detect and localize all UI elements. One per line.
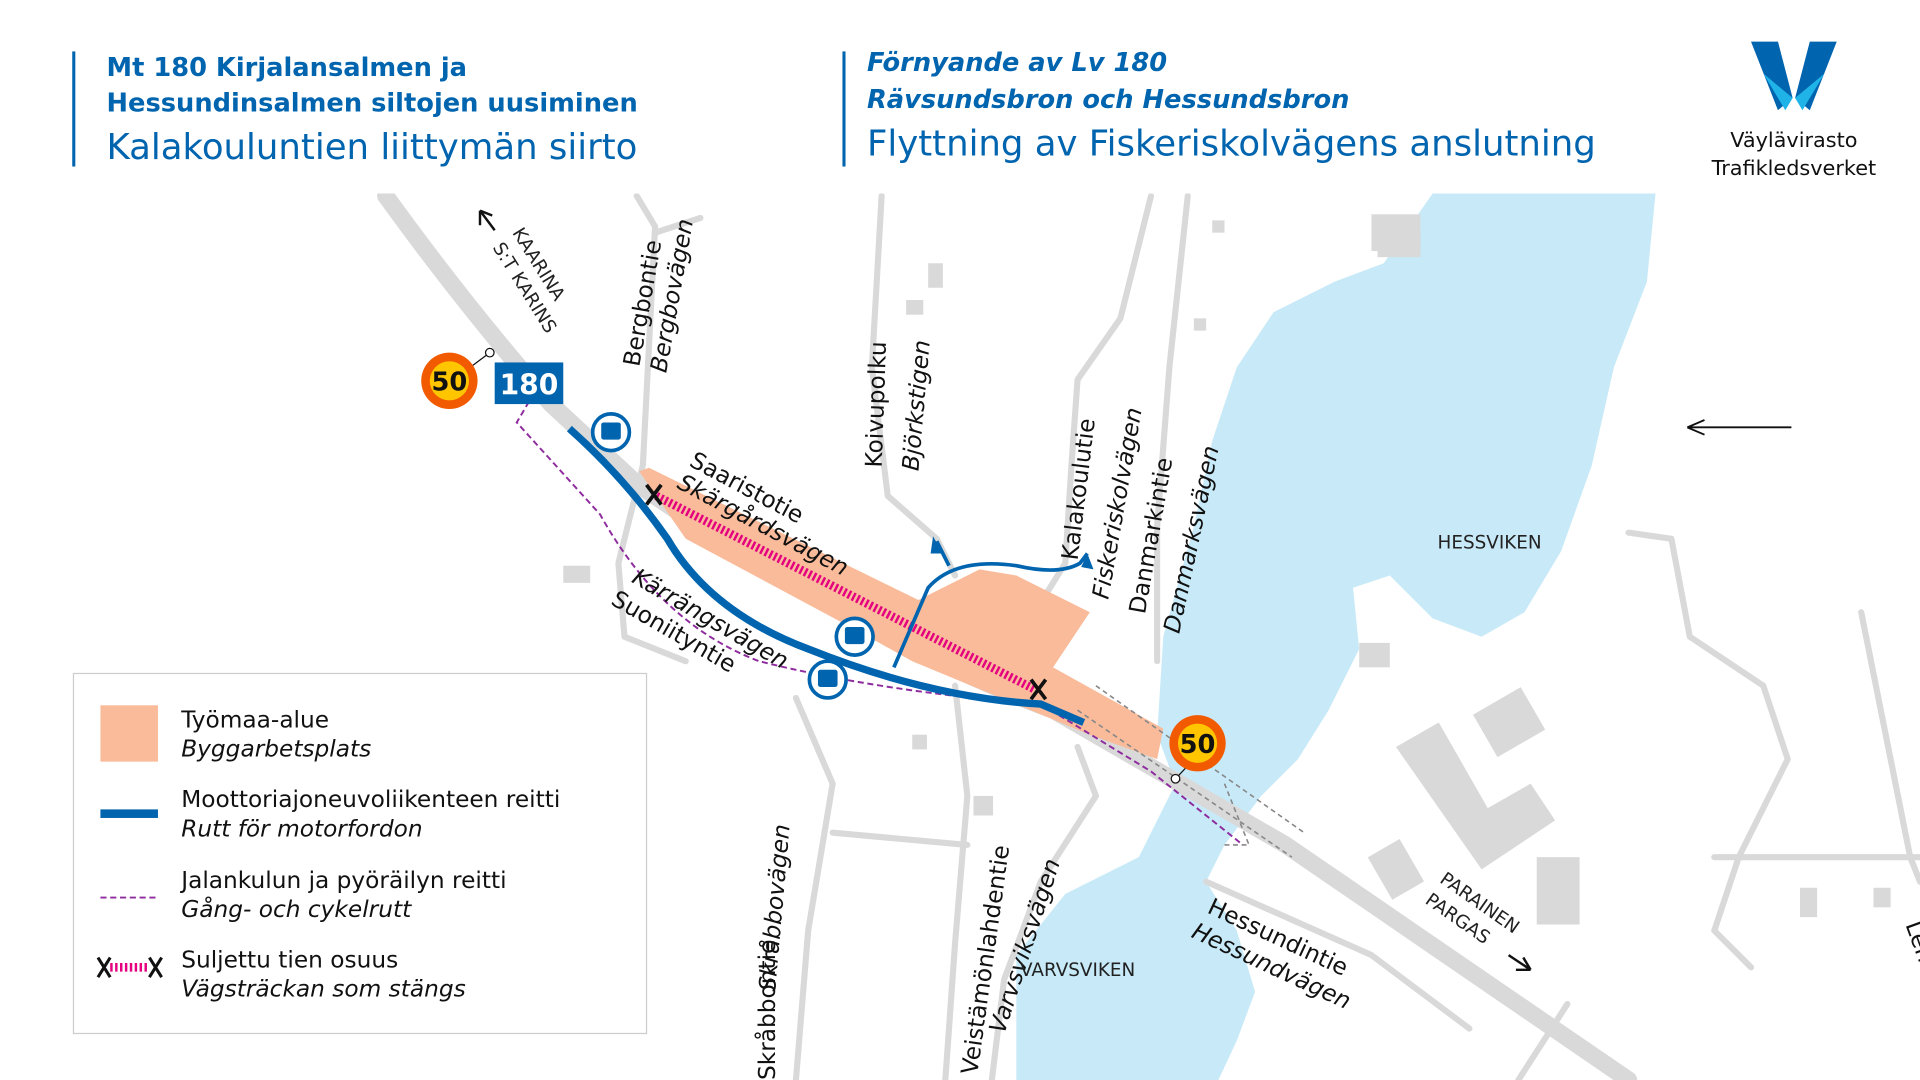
svg-text:Työmaa-alue: Työmaa-alue xyxy=(180,706,329,733)
svg-text:Jalankulun ja pyöräilyn reitti: Jalankulun ja pyöräilyn reitti xyxy=(179,867,506,894)
svg-text:Rävsundsbron och Hessundsbron: Rävsundsbron och Hessundsbron xyxy=(867,85,1349,115)
svg-text:Förnyande av Lv 180: Förnyande av Lv 180 xyxy=(867,48,1167,78)
speed-limit-sign: 50 xyxy=(421,347,495,409)
svg-text:Trafikledsverket: Trafikledsverket xyxy=(1711,156,1877,180)
legend-worksite-swatch xyxy=(100,705,158,762)
new-bridge-outline xyxy=(1077,685,1305,858)
speed-limit-sign: 50 xyxy=(1169,715,1226,784)
bus-stop-icon xyxy=(807,659,848,700)
svg-text:180: 180 xyxy=(500,368,559,401)
svg-text:Kalakouluntien liittymän siirt: Kalakouluntien liittymän siirto xyxy=(107,127,638,168)
place-varvsviken: VARVSVIKEN xyxy=(1020,960,1135,981)
svg-text:Suljettu tien osuus: Suljettu tien osuus xyxy=(181,946,398,973)
svg-text:Björkstigen: Björkstigen xyxy=(897,339,935,472)
vehicle-route xyxy=(566,425,1086,726)
svg-text:Byggarbetsplats: Byggarbetsplats xyxy=(181,736,371,763)
svg-text:50: 50 xyxy=(1180,730,1216,760)
arrow-icon xyxy=(1686,419,1792,436)
svg-text:Koivupolku: Koivupolku xyxy=(861,341,892,468)
legend-closed-swatch xyxy=(96,956,163,978)
svg-text:Flyttning av Fiskeriskolvägens: Flyttning av Fiskeriskolvägens anslutnin… xyxy=(867,124,1596,165)
svg-text:Väylävirasto: Väylävirasto xyxy=(1730,128,1857,152)
header-sv: Förnyande av Lv 180 Rävsundsbron och Hes… xyxy=(842,48,1596,167)
hessviken-water xyxy=(1016,193,1656,1080)
svg-text:Hessundinsalmen siltojen uusim: Hessundinsalmen siltojen uusiminen xyxy=(107,88,638,118)
buildings xyxy=(563,214,1891,925)
direction-west: KAARINA S:T KARINS xyxy=(478,209,569,337)
bus-stop-icon xyxy=(834,616,875,657)
place-hessviken: HESSVIKEN xyxy=(1438,533,1542,554)
road-number-sign: 180 xyxy=(494,362,564,405)
pedestrian-route xyxy=(515,401,1244,846)
arrow-icon xyxy=(478,209,496,231)
closed-x-markers xyxy=(645,483,1048,701)
svg-text:Vägsträckan som stängs: Vägsträckan som stängs xyxy=(181,976,466,1003)
legend: Työmaa-alue Byggarbetsplats Moottoriajon… xyxy=(72,672,648,1035)
closed-road-section xyxy=(654,492,1037,694)
svg-text:Skråbbontie: Skråbbontie xyxy=(753,940,781,1080)
arrow-icons xyxy=(930,536,1094,570)
vaylavirasto-logo: Väylävirasto Trafikledsverket xyxy=(1711,41,1877,180)
svg-text:Lenk: Lenk xyxy=(1900,917,1920,978)
water-bodies xyxy=(1016,193,1656,1080)
legend-vehicle-swatch xyxy=(100,809,158,818)
detour-route xyxy=(892,540,1089,669)
arrow-icon xyxy=(1507,954,1532,972)
header-fi: Mt 180 Kirjalansalmen ja Hessundinsalmen… xyxy=(72,51,638,168)
svg-text:Moottoriajoneuvoliikenteen rei: Moottoriajoneuvoliikenteen reitti xyxy=(181,786,560,813)
svg-text:Kalakoulutie: Kalakoulutie xyxy=(1057,417,1101,562)
svg-text:Gång- och cykelrutt: Gång- och cykelrutt xyxy=(181,895,412,923)
svg-text:Rutt för motorfordon: Rutt för motorfordon xyxy=(181,815,422,842)
bus-stop-icon xyxy=(590,412,632,453)
svg-text:50: 50 xyxy=(431,368,467,398)
svg-text:Mt 180 Kirjalansalmen ja: Mt 180 Kirjalansalmen ja xyxy=(107,53,468,83)
